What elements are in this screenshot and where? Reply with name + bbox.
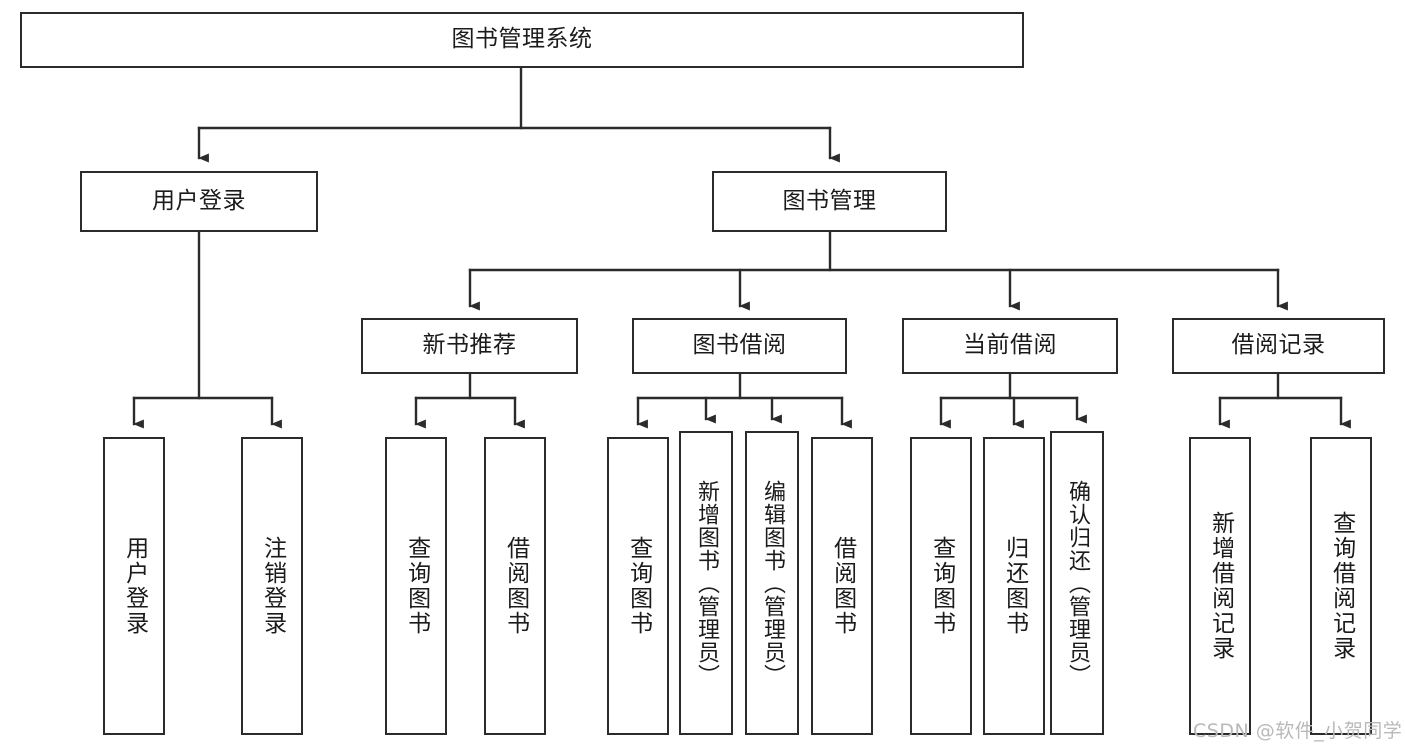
node-label: 图书借阅 <box>692 332 787 359</box>
node-label: 借阅记录 <box>1231 332 1326 359</box>
node-label: 当前借阅 <box>963 332 1057 359</box>
node-label: 借阅图书 <box>829 536 856 636</box>
node-label: 编辑图书（管理员） <box>759 479 785 687</box>
leaf-return-book[interactable]: 归还图书 <box>983 437 1045 735</box>
leaf-query-book-borrow[interactable]: 查询图书 <box>607 437 669 735</box>
leaf-borrow-book[interactable]: 借阅图书 <box>811 437 873 735</box>
leaf-query-book-current[interactable]: 查询图书 <box>910 437 972 735</box>
node-label: 查询图书 <box>403 536 430 636</box>
node-current-borrow[interactable]: 当前借阅 <box>902 318 1118 374</box>
node-book-management[interactable]: 图书管理 <box>712 171 947 232</box>
leaf-query-book-recommend[interactable]: 查询图书 <box>385 437 447 735</box>
node-label: 注销登录 <box>259 536 286 636</box>
leaf-add-borrow-record[interactable]: 新增借阅记录 <box>1189 437 1251 735</box>
node-label: 新增图书（管理员） <box>693 479 719 687</box>
node-user-login[interactable]: 用户登录 <box>80 171 318 232</box>
leaf-logout[interactable]: 注销登录 <box>241 437 303 735</box>
node-label: 查询图书 <box>928 536 955 636</box>
node-new-book-recommend[interactable]: 新书推荐 <box>361 318 578 374</box>
leaf-query-borrow-record[interactable]: 查询借阅记录 <box>1310 437 1372 735</box>
node-label: 借阅图书 <box>502 536 529 636</box>
leaf-edit-book-admin[interactable]: 编辑图书（管理员） <box>745 431 799 735</box>
node-book-borrow[interactable]: 图书借阅 <box>632 318 847 374</box>
leaf-add-book-admin[interactable]: 新增图书（管理员） <box>679 431 733 735</box>
node-borrow-records[interactable]: 借阅记录 <box>1172 318 1385 374</box>
leaf-user-login[interactable]: 用户登录 <box>103 437 165 735</box>
node-label: 图书管理 <box>782 187 877 214</box>
node-label: 图书管理系统 <box>451 26 593 53</box>
node-label: 查询借阅记录 <box>1328 511 1355 661</box>
node-label: 确认归还（管理员） <box>1064 479 1090 687</box>
leaf-borrow-book-recommend[interactable]: 借阅图书 <box>484 437 546 735</box>
node-label: 用户登录 <box>121 536 148 636</box>
node-label: 新书推荐 <box>422 332 517 359</box>
node-label: 用户登录 <box>152 187 246 214</box>
node-label: 归还图书 <box>1001 536 1028 636</box>
node-label: 查询图书 <box>625 536 652 636</box>
leaf-confirm-return-admin[interactable]: 确认归还（管理员） <box>1050 431 1104 735</box>
node-root[interactable]: 图书管理系统 <box>20 12 1024 68</box>
node-label: 新增借阅记录 <box>1207 511 1234 661</box>
watermark-text: CSDN @软件_小贺同学 <box>1193 720 1403 742</box>
